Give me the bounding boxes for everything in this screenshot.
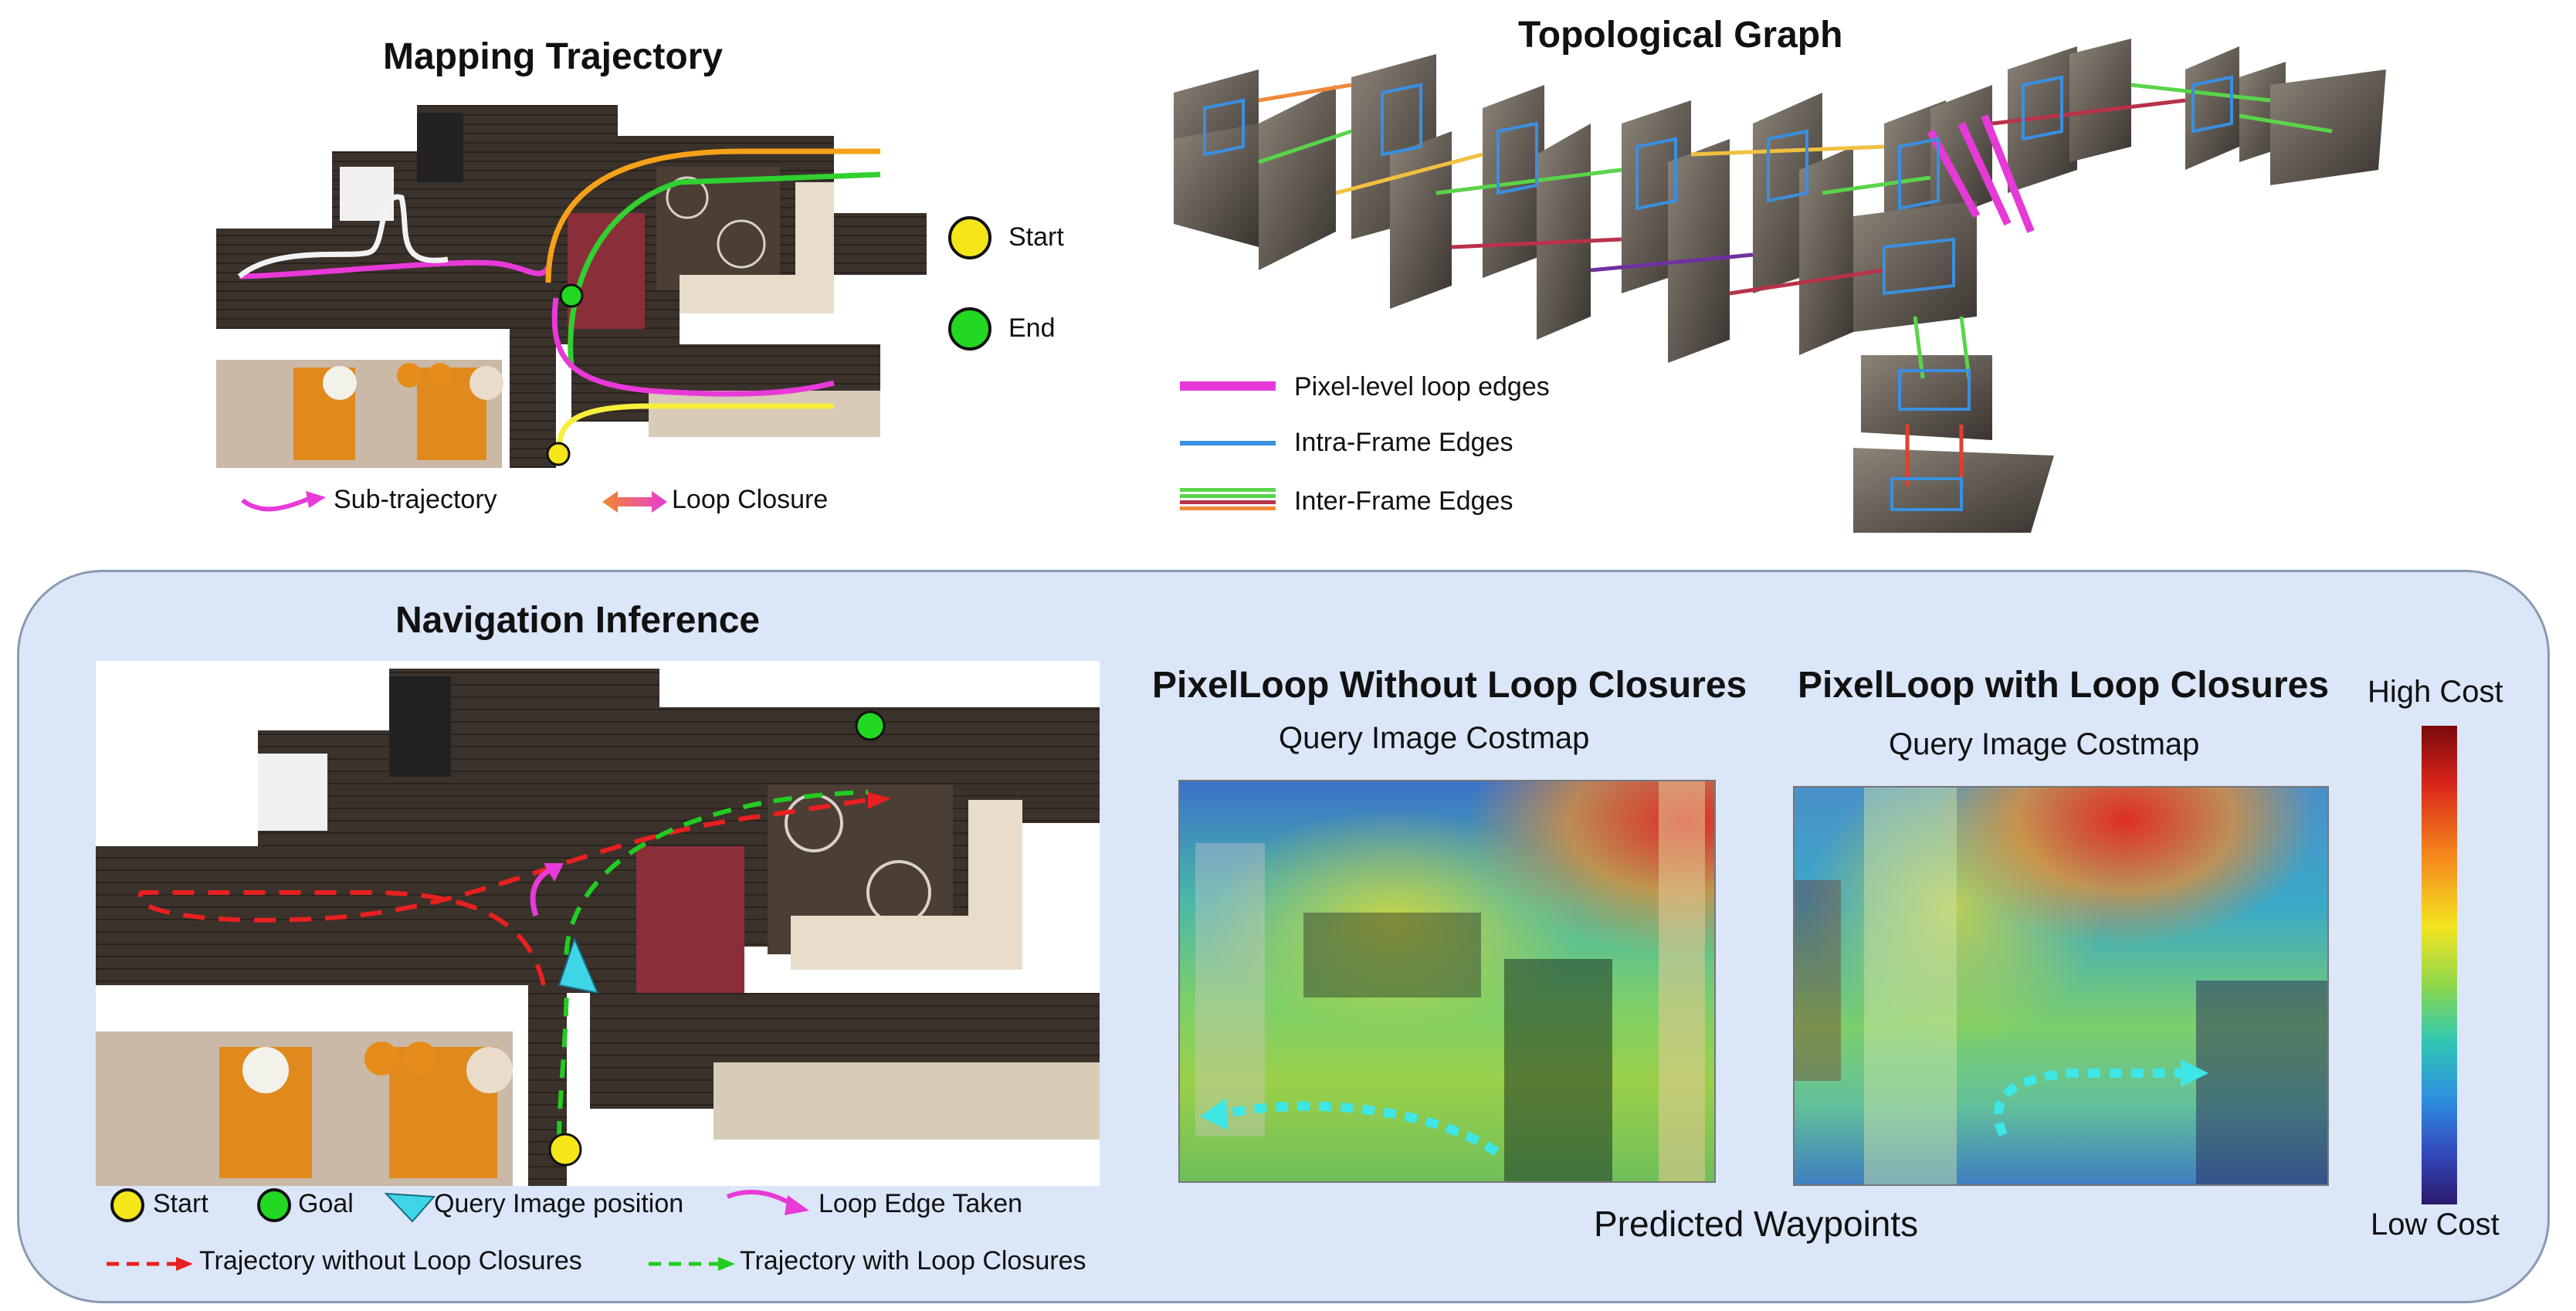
mapping-title: Mapping Trajectory (383, 36, 724, 77)
intra-frame-edges (1203, 75, 2233, 511)
subtrajectory-legend-icon (241, 491, 326, 512)
trajectory-with-loop-closures (557, 790, 869, 1140)
costmap-without-image (1178, 780, 1716, 1183)
subtrajectory-magenta-lower (551, 297, 835, 397)
waypoint-arrow-left (1225, 1101, 1500, 1156)
graph-legend-inter: Inter-Frame Edges (1294, 486, 1513, 516)
nav-legend-without: Trajectory without Loop Closures (199, 1246, 582, 1275)
trajectory-without-loop-closures (137, 798, 869, 986)
inter-frame-legend-icon (1180, 488, 1276, 510)
subtrajectory-magenta (239, 259, 551, 279)
navigation-title: Navigation Inference (395, 600, 761, 641)
costmap-without-title: PixelLoop Without Loop Closures (1152, 665, 1747, 706)
loop-edge-legend-icon (726, 1190, 809, 1215)
navigation-trajectories (137, 710, 891, 1167)
pixel-loop-legend-icon (1180, 381, 1276, 391)
sofa (680, 275, 834, 313)
costmap-with-subtitle: Query Image Costmap (1889, 727, 2200, 761)
costmap-with-image (1793, 786, 2329, 1186)
nav-legend-with: Trajectory with Loop Closures (740, 1246, 1086, 1275)
topological-graph (1174, 39, 2386, 533)
mapping-legend-start: Start (1008, 222, 1064, 252)
query-image-marker (558, 937, 599, 994)
nav-legend-goal: Goal (298, 1189, 354, 1218)
mapping-start-marker (546, 442, 571, 466)
nav-goal-marker (855, 710, 886, 741)
graph-title: Topological Graph (1518, 15, 1843, 56)
cost-colorbar (2422, 726, 2457, 1204)
nav-sofa (791, 916, 1022, 970)
mapping-end-marker (559, 283, 584, 308)
subtrajectory-yellow (556, 403, 834, 453)
nav-goal-legend-icon (257, 1188, 291, 1222)
intra-frame-legend-icon (1180, 441, 1276, 445)
costmap-with-overlay (1795, 788, 2327, 1184)
mapping-trajectories (237, 148, 881, 466)
subtrajectory-orange (545, 148, 880, 283)
graph-legend-intra: Intra-Frame Edges (1294, 428, 1513, 457)
mapping-floorplan (216, 97, 927, 468)
loop-closure-legend-icon (602, 491, 667, 513)
mapping-legend-loop-closure: Loop Closure (672, 485, 829, 514)
end-legend-icon (948, 307, 991, 351)
subtrajectory-white (237, 194, 449, 279)
subtrajectory-green (568, 171, 881, 368)
colorbar-low-label: Low Cost (2371, 1208, 2500, 1242)
nav-start-marker (548, 1133, 582, 1167)
colorbar-high-label: High Cost (2368, 675, 2503, 709)
predicted-waypoints-label: Predicted Waypoints (1594, 1204, 1919, 1244)
nav-legend-loop-edge: Loop Edge Taken (819, 1189, 1023, 1218)
costmap-with-title: PixelLoop with Loop Closures (1798, 665, 2330, 706)
query-position-legend-icon (384, 1192, 436, 1223)
nav-legend-query: Query Image position (434, 1189, 684, 1218)
graph-legend-pixel-loop: Pixel-level loop edges (1294, 372, 1550, 401)
costmap-without-overlay (1195, 781, 1705, 1181)
inter-frame-edges (1258, 83, 2333, 486)
navigation-floorplan (96, 661, 1100, 1186)
navigation-floorplan-drawing (96, 669, 1100, 1186)
loop-edge-taken (530, 866, 553, 917)
mapping-legend-subtrajectory: Sub-trajectory (334, 485, 497, 514)
nav-legend-start: Start (153, 1189, 208, 1218)
without-loop-legend-icon (107, 1257, 193, 1271)
costmap-without-subtitle: Query Image Costmap (1279, 721, 1590, 755)
start-legend-icon (948, 216, 991, 259)
waypoint-arrow-right (1994, 1069, 2181, 1137)
mapping-legend-end: End (1008, 313, 1056, 343)
with-loop-legend-icon (649, 1257, 735, 1271)
nav-start-legend-icon (110, 1188, 144, 1222)
nav-dining-table (636, 846, 744, 1001)
